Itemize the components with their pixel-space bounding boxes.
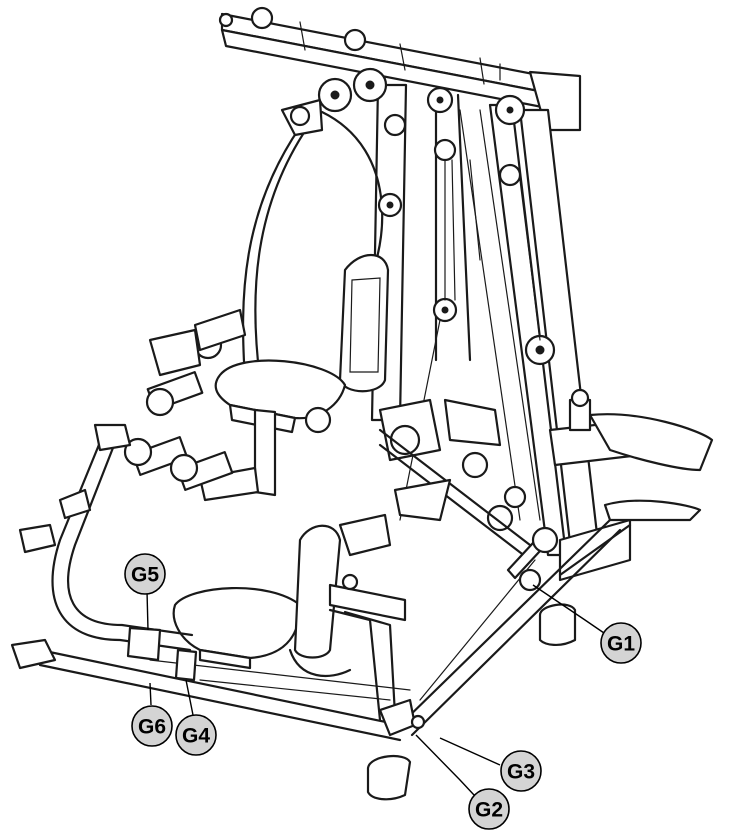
callout-g3-circle — [500, 750, 542, 792]
top-frame — [218, 6, 582, 132]
callout-g2-circle — [468, 788, 510, 830]
callouts: G1 G2 G3 G4 G5 G6 — [124, 553, 642, 830]
leg-press-arm — [18, 423, 198, 682]
callout-g4-circle — [175, 714, 217, 756]
pulleys — [317, 67, 556, 366]
callout-g6: G6 — [138, 716, 166, 739]
center-mechanism — [338, 398, 532, 562]
callout-g3: G3 — [507, 761, 535, 784]
leader-g3 — [439, 737, 501, 766]
leader-g2 — [415, 734, 475, 796]
callout-g6-circle — [131, 705, 173, 747]
lower-pulley-bar — [410, 526, 559, 730]
callout-g1: G1 — [607, 633, 635, 656]
lower-seat — [172, 524, 407, 670]
leader-g4 — [185, 679, 194, 716]
callout-g5-circle — [124, 553, 166, 595]
cables — [149, 159, 541, 701]
leader-g1 — [532, 584, 605, 634]
leader-g5 — [146, 590, 149, 631]
leader-g6 — [149, 682, 152, 706]
back-pad — [338, 254, 390, 393]
callout-g4: G4 — [182, 725, 210, 748]
callout-g1-circle — [600, 622, 642, 664]
callout-g5: G5 — [131, 564, 159, 587]
callout-g2: G2 — [475, 799, 503, 822]
right-base — [538, 388, 714, 646]
upper-seat — [198, 359, 347, 502]
base-frame — [10, 518, 622, 801]
roller-pads — [123, 308, 332, 491]
